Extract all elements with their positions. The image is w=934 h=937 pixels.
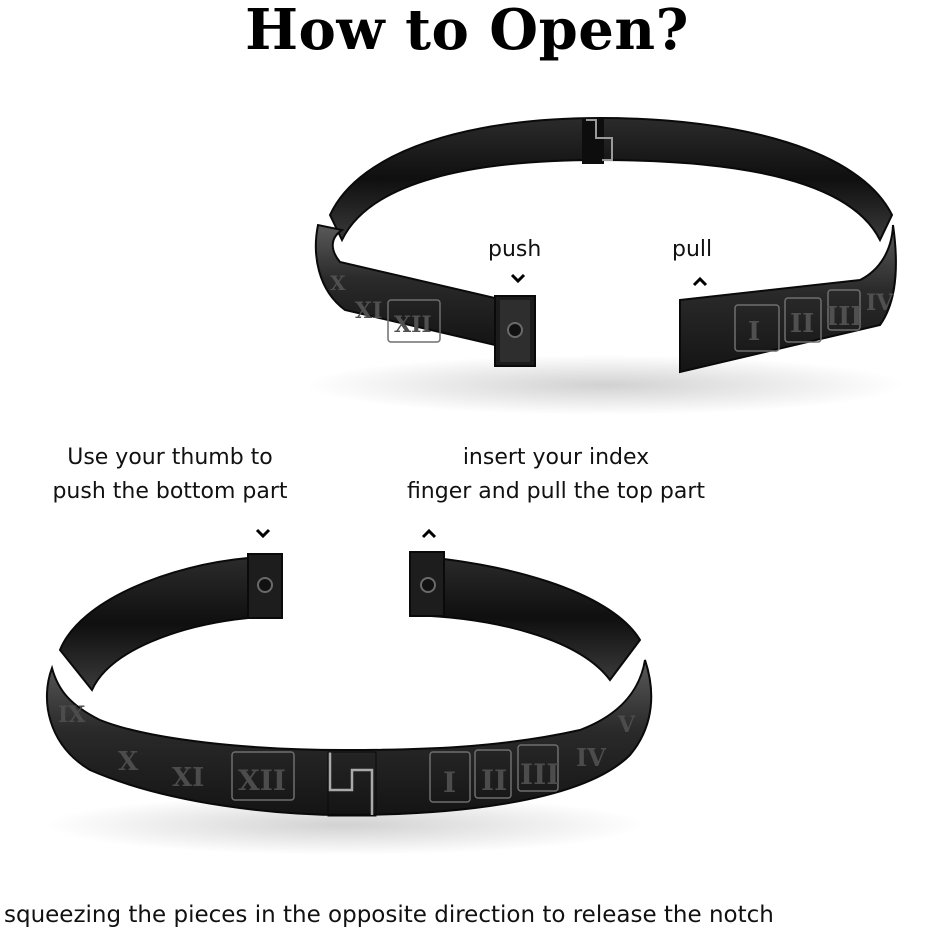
bottom-numeral-iii: III: [520, 758, 559, 791]
bottom-numeral-xi: XI: [172, 763, 204, 793]
top-numeral-xii: XII: [394, 312, 432, 338]
index-instruction-line1: insert your index: [462, 445, 650, 470]
bottom-numeral-ii: II: [481, 764, 507, 797]
bottom-numeral-v: V: [617, 712, 636, 738]
thumb-instruction-line2: push the bottom part: [52, 479, 288, 504]
chevron-down-icon: [510, 273, 526, 284]
top-numeral-i: I: [748, 317, 760, 347]
bottom-numeral-iv: IV: [576, 743, 606, 772]
bottom-numeral-ix: IX: [58, 702, 86, 728]
bottom-numeral-xii: XII: [238, 764, 286, 797]
chevron-up-icon: [692, 276, 708, 287]
top-bracelet: X XI XII I II III IV: [305, 116, 905, 415]
thumb-instruction: Use your thumb to push the bottom part: [20, 441, 320, 509]
top-numeral-ii: II: [790, 309, 814, 339]
top-numeral-iii: III: [826, 302, 863, 332]
release-caption: squeezing the pieces in the opposite dir…: [4, 902, 774, 928]
push-label: push: [488, 237, 542, 262]
top-numeral-iv: IV: [866, 290, 894, 316]
chevron-up-icon: [421, 528, 437, 539]
chevron-down-icon: [255, 528, 271, 539]
bottom-numeral-i: I: [443, 766, 456, 799]
index-instruction: insert your index finger and pull the to…: [366, 441, 746, 509]
pull-label: pull: [672, 237, 713, 262]
top-numeral-xi: XI: [355, 298, 382, 324]
thumb-instruction-line1: Use your thumb to: [67, 445, 273, 470]
page-title: How to Open?: [245, 0, 689, 63]
top-numeral-x: X: [330, 271, 346, 295]
bottom-numeral-x: X: [118, 747, 139, 777]
index-instruction-line2: finger and pull the top part: [406, 479, 706, 504]
bottom-bracelet: IX X XI XII I II III IV V: [45, 551, 653, 855]
